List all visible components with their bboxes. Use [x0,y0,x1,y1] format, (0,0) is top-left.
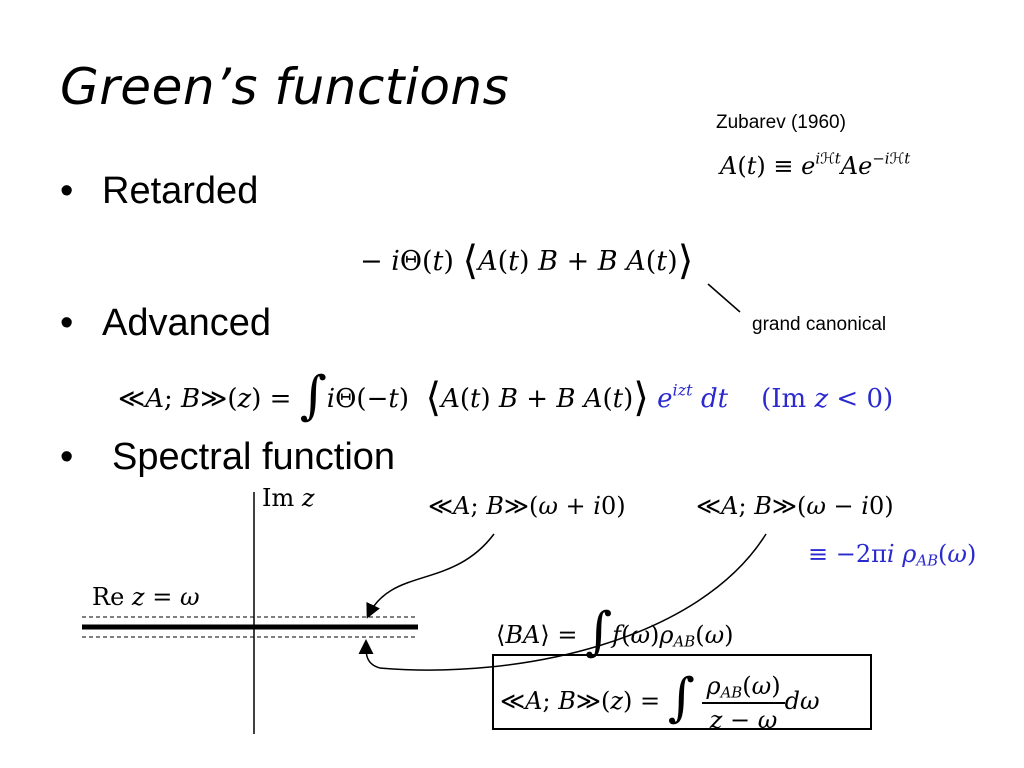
ba-average-expression: ⟨BA⟩ = ∫f(ω)ρAB(ω) [496,602,734,662]
bullet-spectral-label: Spectral function [112,436,396,478]
zubarev-reference: Zubarev (1960) [716,112,846,133]
re-axis-label: Re z = ω [92,583,200,611]
bullet-retarded-label: Retarded [102,170,259,212]
bullet-retarded: • Retarded [60,170,258,213]
grand-canonical-label: grand canonical [752,314,887,335]
lower-arrow [358,533,767,671]
bullet-advanced: • Advanced [60,302,271,345]
grand-canonical-pointer [707,283,741,313]
bullet-spectral: • Spectral function [60,436,395,479]
upper-arrow [366,533,495,619]
spectral-representation-box [492,654,872,730]
retarded-expression: − iΘ(t) ⟨A(t) B + B A(t)⟩ [360,238,694,284]
gf-upper-expression: ≪A; B≫(ω + i0) [428,492,626,520]
bullet-dot: • [60,302,74,344]
gf-lower-expression: ≪A; B≫(ω − i0) [696,492,894,520]
spectral-definition: ≡ −2πi ρAB(ω) [808,540,977,570]
bullet-dot: • [60,170,74,212]
im-axis-label: Im z [262,484,315,512]
heisenberg-operator: A(t) ≡ eiℋtAe−iℋt [720,149,911,180]
bullet-dot: • [60,436,74,478]
bullet-advanced-label: Advanced [102,302,272,344]
advanced-expression: ≪A; B≫(z) = ∫iΘ(−t) ⟨A(t) B + B A(t)⟩ ei… [118,366,894,426]
slide-title: Green’s functions [60,58,510,116]
